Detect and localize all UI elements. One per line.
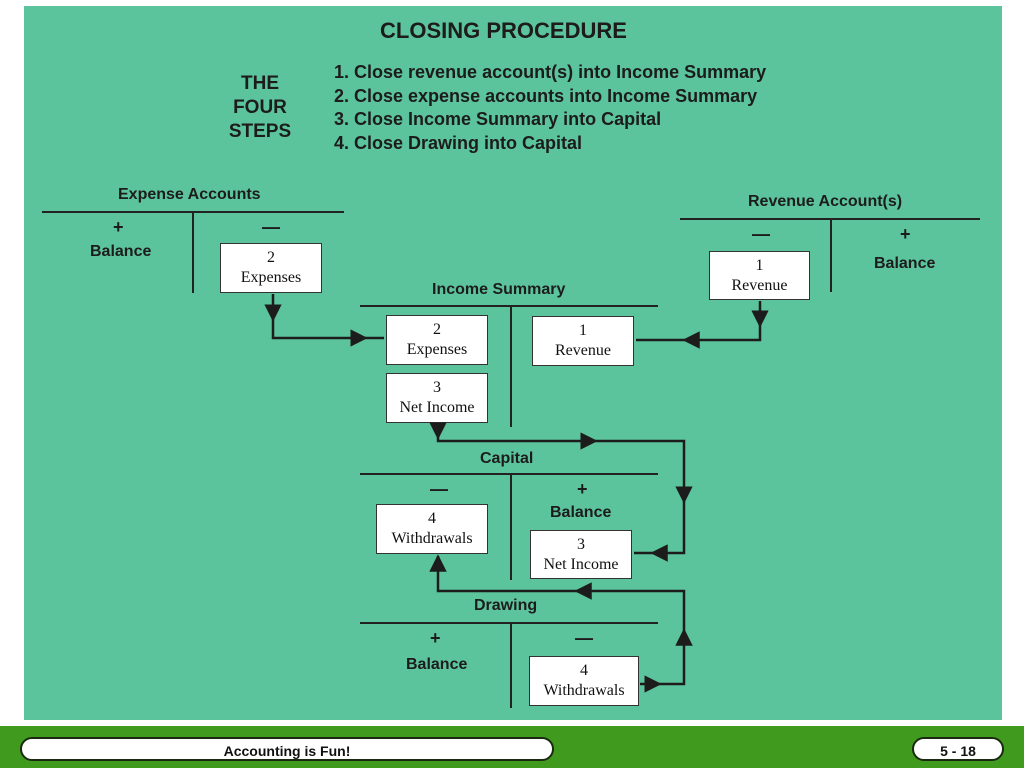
entry-number: 2: [267, 249, 275, 266]
revenue-t-stem: [830, 220, 832, 292]
arrow-net-income-right: [436, 432, 598, 450]
capital-t-bar: [360, 473, 658, 475]
revenue-accounts-title: Revenue Account(s): [748, 193, 903, 210]
capital-withdrawals-box: 4 Withdrawals: [376, 504, 488, 554]
entry-number: 3: [433, 379, 441, 396]
entry-number: 1: [579, 322, 587, 339]
revenue-left-sign: —: [752, 224, 770, 244]
entry-number: 4: [428, 510, 436, 527]
steps-label-line: FOUR: [233, 97, 287, 118]
drawing-t-bar: [360, 622, 658, 624]
capital-t-stem: [510, 475, 512, 580]
entry-label: Net Income: [543, 556, 619, 573]
income-summary-t-bar: [360, 305, 658, 307]
entry-label: Withdrawals: [391, 530, 473, 547]
page-number: 5 - 18: [912, 737, 1004, 761]
drawing-t-stem: [510, 624, 512, 708]
step-1: 1. Close revenue account(s) into Income …: [334, 62, 767, 82]
revenue-right-sign: +: [900, 224, 911, 244]
slide-title: CLOSING PROCEDURE: [380, 18, 627, 43]
entry-label: Revenue: [555, 342, 611, 359]
revenue-entry-box: 1 Revenue: [709, 251, 810, 300]
capital-balance: Balance: [550, 504, 612, 521]
revenue-t-bar: [680, 218, 980, 220]
entry-label: Withdrawals: [543, 682, 625, 699]
arrow-revenue-to-income-summary: [682, 326, 762, 349]
expense-balance: Balance: [90, 243, 152, 260]
entry-label: Expenses: [406, 341, 468, 358]
arrow-withdrawals-left: [574, 582, 686, 630]
step-4: 4. Close Drawing into Capital: [334, 133, 583, 153]
slide-background: [24, 6, 1002, 720]
expense-right-sign: —: [262, 217, 280, 237]
entry-label: Net Income: [399, 399, 475, 416]
entry-number: 2: [433, 321, 441, 338]
capital-left-sign: —: [430, 479, 448, 499]
step-2: 2. Close expense accounts into Income Su…: [334, 86, 758, 106]
expense-t-stem: [192, 213, 194, 293]
expense-left-sign: +: [113, 217, 124, 237]
drawing-balance: Balance: [406, 656, 468, 673]
expense-t-bar: [42, 211, 344, 213]
arrow-withdrawals-to-capital: [429, 554, 576, 593]
entry-label: Expenses: [240, 269, 302, 286]
income-summary-title: Income Summary: [432, 281, 566, 298]
capital-net-income-box: 3 Net Income: [530, 530, 632, 579]
expense-entry-box: 2 Expenses: [220, 243, 322, 293]
arrow-net-income-to-capital: [650, 502, 686, 562]
arrow-expenses-to-income-summary-2: [271, 320, 368, 347]
entry-number: 1: [755, 257, 764, 274]
expense-accounts-title: Expense Accounts: [118, 186, 261, 203]
drawing-withdrawals-box: 4 Withdrawals: [529, 656, 639, 706]
entry-label: Revenue: [731, 277, 788, 294]
capital-right-sign: +: [577, 479, 588, 499]
drawing-title: Drawing: [474, 597, 538, 614]
income-summary-t-stem: [510, 307, 512, 427]
income-summary-revenue-box: 1 Revenue: [532, 316, 634, 366]
arrow-withdrawals-up: [660, 628, 693, 686]
income-summary-expenses-box: 2 Expenses: [386, 315, 488, 365]
drawing-left-sign: +: [430, 628, 441, 648]
entry-number: 4: [580, 662, 588, 679]
capital-title: Capital: [480, 450, 534, 467]
steps-label-line: STEPS: [228, 121, 292, 142]
steps-label-line: THE: [241, 73, 279, 94]
revenue-balance: Balance: [874, 255, 936, 272]
arrow-net-income-to-capital-down: [596, 439, 693, 504]
steps-label: THE FOUR STEPS: [212, 72, 308, 144]
drawing-right-sign: —: [575, 628, 593, 648]
entry-number: 3: [577, 536, 585, 553]
step-3: 3. Close Income Summary into Capital: [334, 109, 662, 129]
footer-caption: Accounting is Fun!: [20, 737, 554, 761]
